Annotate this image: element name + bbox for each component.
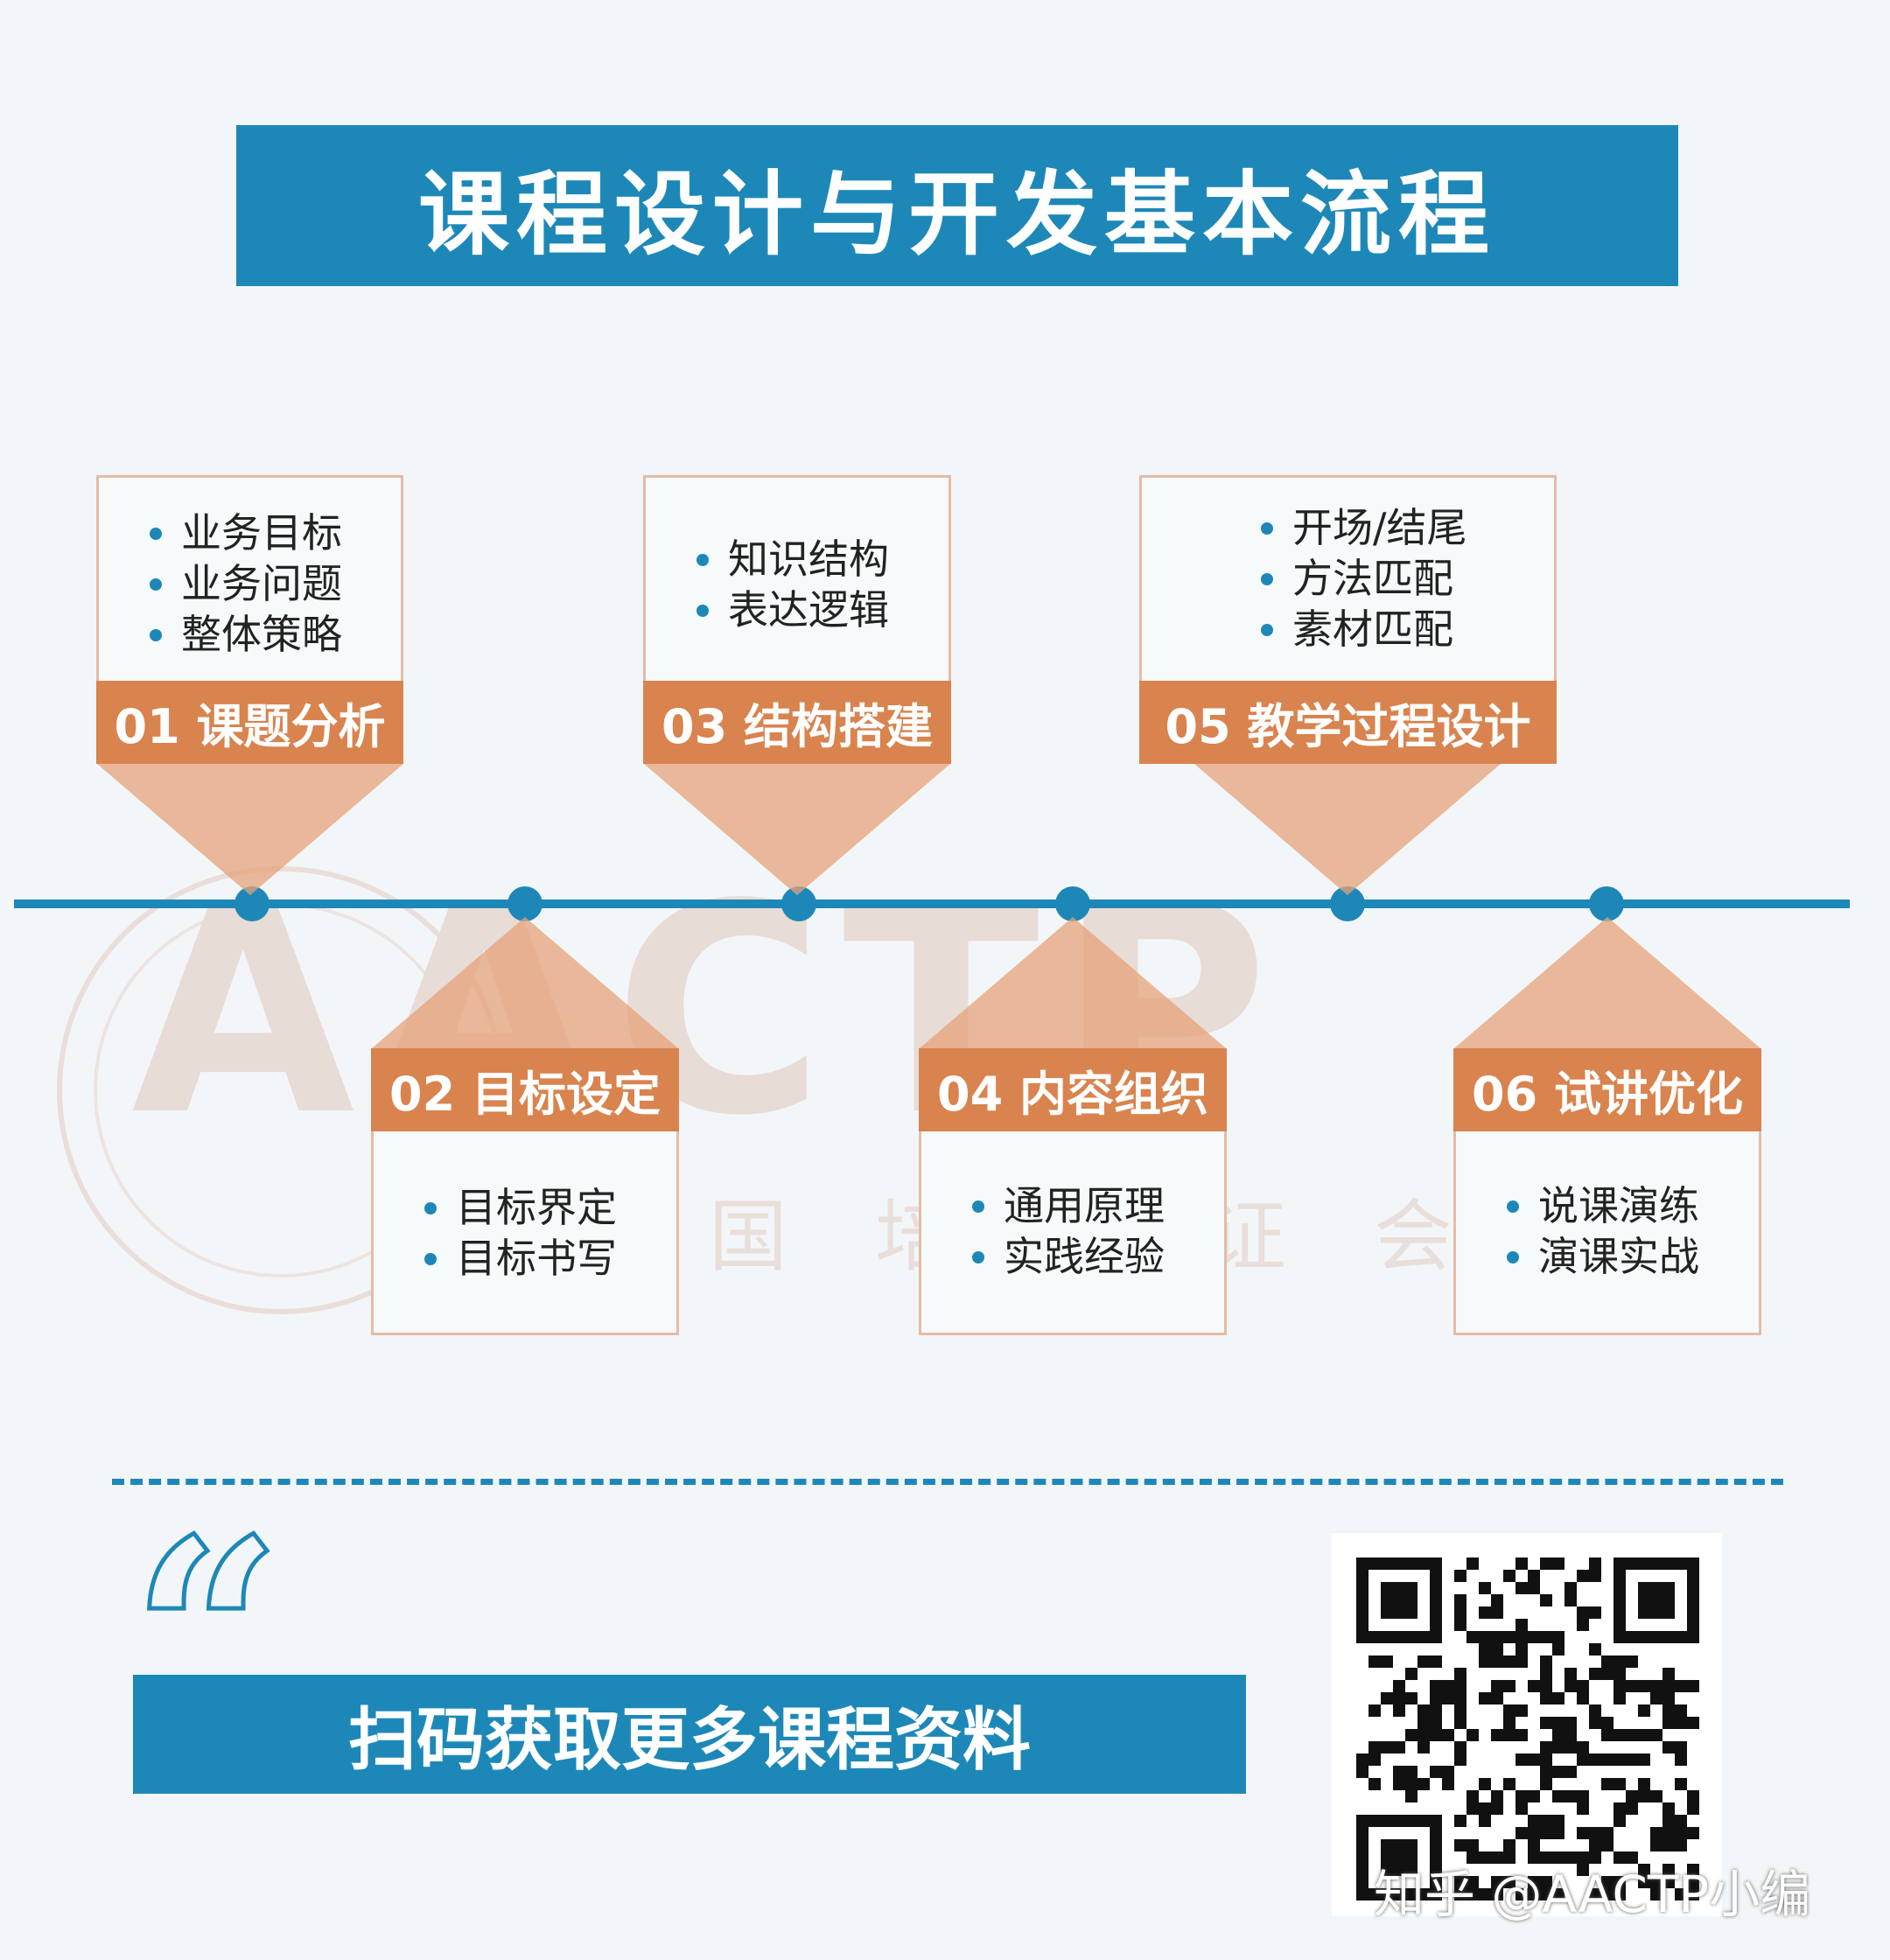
timeline-node-6	[1589, 886, 1624, 921]
step-card-01: 业务目标 业务问题 整体策略 01 课题分析	[96, 475, 403, 764]
step-03-label: 03 结构搭建	[643, 681, 951, 764]
step-04-label: 04 内容组织	[919, 1048, 1227, 1131]
source-credit: 知乎 @AACTP小编	[1374, 1865, 1811, 1924]
page-title: 课程设计与开发基本流程	[417, 160, 1496, 268]
list-item: 目标书写	[424, 1235, 617, 1282]
step-card-06: 06 试讲优化 说课演练 演课实战	[1453, 1048, 1761, 1335]
step-05-label: 05 教学过程设计	[1139, 681, 1557, 764]
qr-code-pattern	[1356, 1558, 1699, 1900]
step-02-pointer	[372, 917, 678, 1048]
step-04-items: 通用原理 实践经验	[972, 1180, 1165, 1282]
list-item: 业务问题	[150, 560, 342, 607]
step-06-pointer	[1454, 917, 1760, 1048]
list-item: 实践经验	[972, 1233, 1165, 1280]
step-card-02: 02 目标设定 目标界定 目标书写	[371, 1048, 679, 1335]
list-item: 素材匹配	[1261, 604, 1467, 654]
list-item: 开场/结尾	[1261, 504, 1467, 551]
list-item: 演课实战	[1507, 1233, 1699, 1280]
step-card-04: 04 内容组织 通用原理 实践经验	[919, 1048, 1227, 1335]
step-card-05: 开场/结尾 方法匹配 素材匹配 05 教学过程设计	[1139, 475, 1557, 764]
step-03-items: 知识结构 表达逻辑	[696, 534, 889, 635]
timeline-node-4	[1055, 886, 1090, 921]
list-item: 知识结构	[696, 536, 889, 583]
timeline-line	[14, 900, 1850, 908]
step-01-label: 01 课题分析	[96, 681, 403, 764]
list-item: 说课演练	[1507, 1182, 1699, 1229]
list-item: 表达逻辑	[696, 586, 889, 634]
timeline-node-2	[508, 886, 542, 921]
step-05-pointer	[1194, 764, 1501, 895]
step-01-items: 业务目标 业务问题 整体策略	[150, 508, 342, 660]
step-card-03: 知识结构 表达逻辑 03 结构搭建	[643, 475, 951, 764]
list-item: 通用原理	[972, 1182, 1165, 1229]
step-03-pointer	[644, 764, 950, 895]
list-item: 业务目标	[150, 509, 342, 556]
qr-code[interactable]	[1332, 1533, 1722, 1916]
list-item: 整体策略	[150, 611, 342, 658]
cta-text: 扫码获取更多课程资料	[347, 1701, 1031, 1780]
step-06-label: 06 试讲优化	[1453, 1048, 1761, 1131]
step-02-items: 目标界定 目标书写	[424, 1182, 617, 1284]
step-06-items: 说课演练 演课实战	[1507, 1180, 1699, 1282]
list-item: 方法匹配	[1261, 553, 1467, 604]
list-item: 目标界定	[424, 1184, 617, 1231]
step-05-items: 开场/结尾 方法匹配 素材匹配	[1261, 502, 1467, 654]
title-banner: 课程设计与开发基本流程	[236, 125, 1678, 286]
step-04-pointer	[920, 917, 1226, 1048]
step-01-pointer	[97, 764, 403, 895]
dashed-divider	[112, 1479, 1783, 1485]
cta-banner: 扫码获取更多课程资料	[133, 1675, 1246, 1794]
step-02-label: 02 目标设定	[371, 1048, 679, 1131]
